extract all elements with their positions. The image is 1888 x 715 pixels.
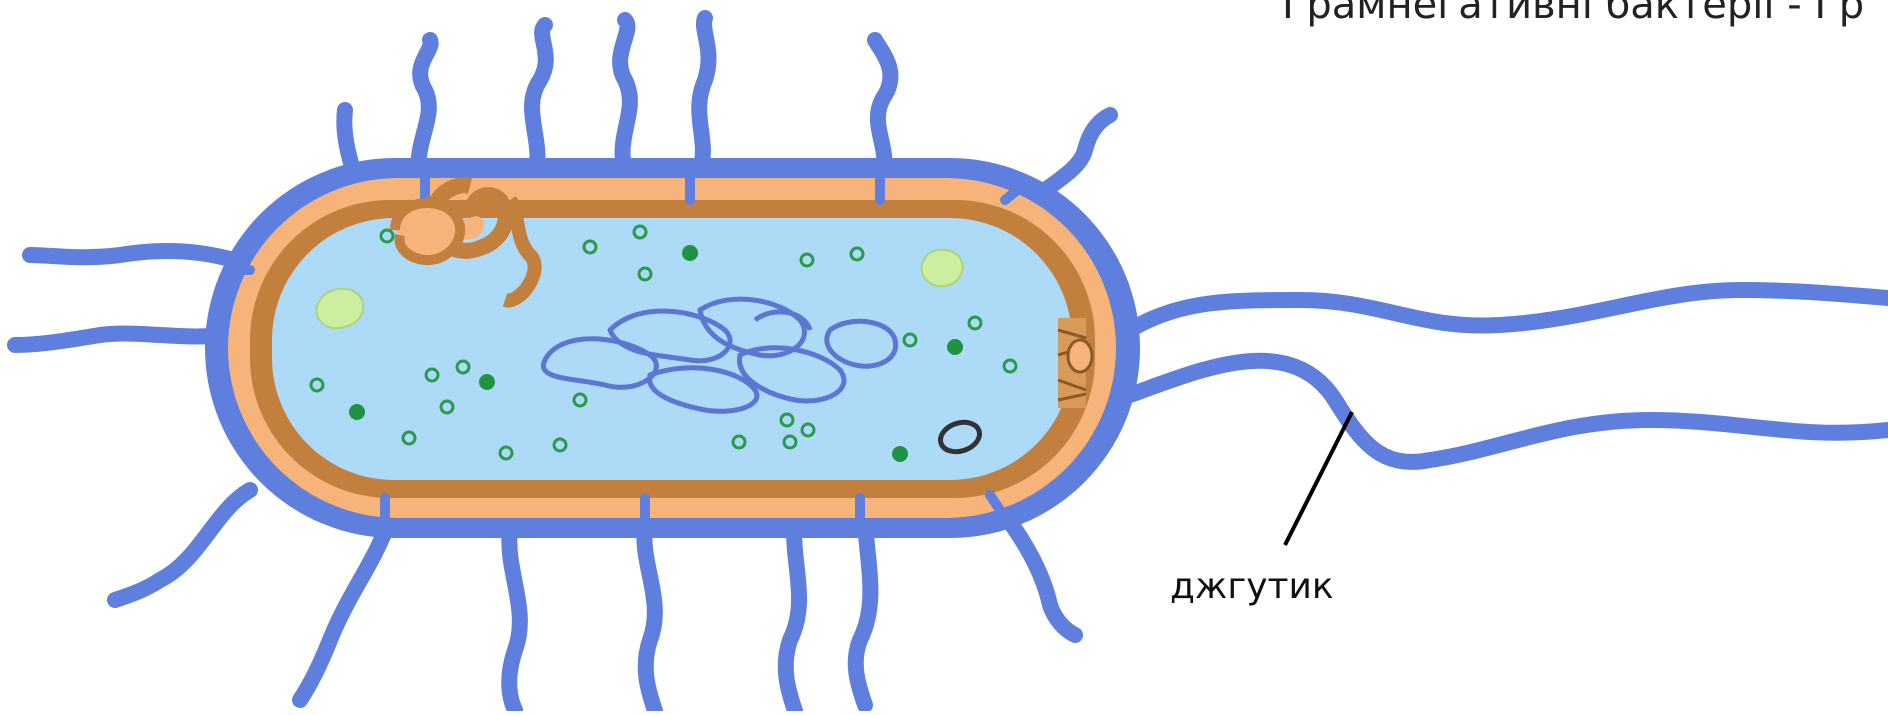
- flagellum: [1130, 361, 1888, 462]
- flagellum-label: джгутик: [1170, 566, 1334, 607]
- diagram-title: Грамнегативні бактерії - Гр: [1282, 0, 1864, 28]
- pilus: [786, 520, 799, 711]
- pilus: [644, 525, 655, 711]
- pilus: [300, 515, 390, 700]
- pilus: [509, 530, 520, 710]
- pilus: [15, 334, 225, 345]
- flagella: [1130, 290, 1888, 462]
- inclusion-body: [922, 250, 963, 287]
- pilus: [699, 18, 708, 170]
- inclusion-body: [316, 289, 363, 328]
- flagellum-pointer-line: [1285, 412, 1352, 545]
- flagellum: [1130, 290, 1888, 330]
- pilus: [620, 20, 630, 170]
- pilus: [532, 25, 546, 175]
- pilus: [856, 515, 871, 705]
- mesosome-pocket: [395, 203, 460, 260]
- pilus: [115, 490, 250, 600]
